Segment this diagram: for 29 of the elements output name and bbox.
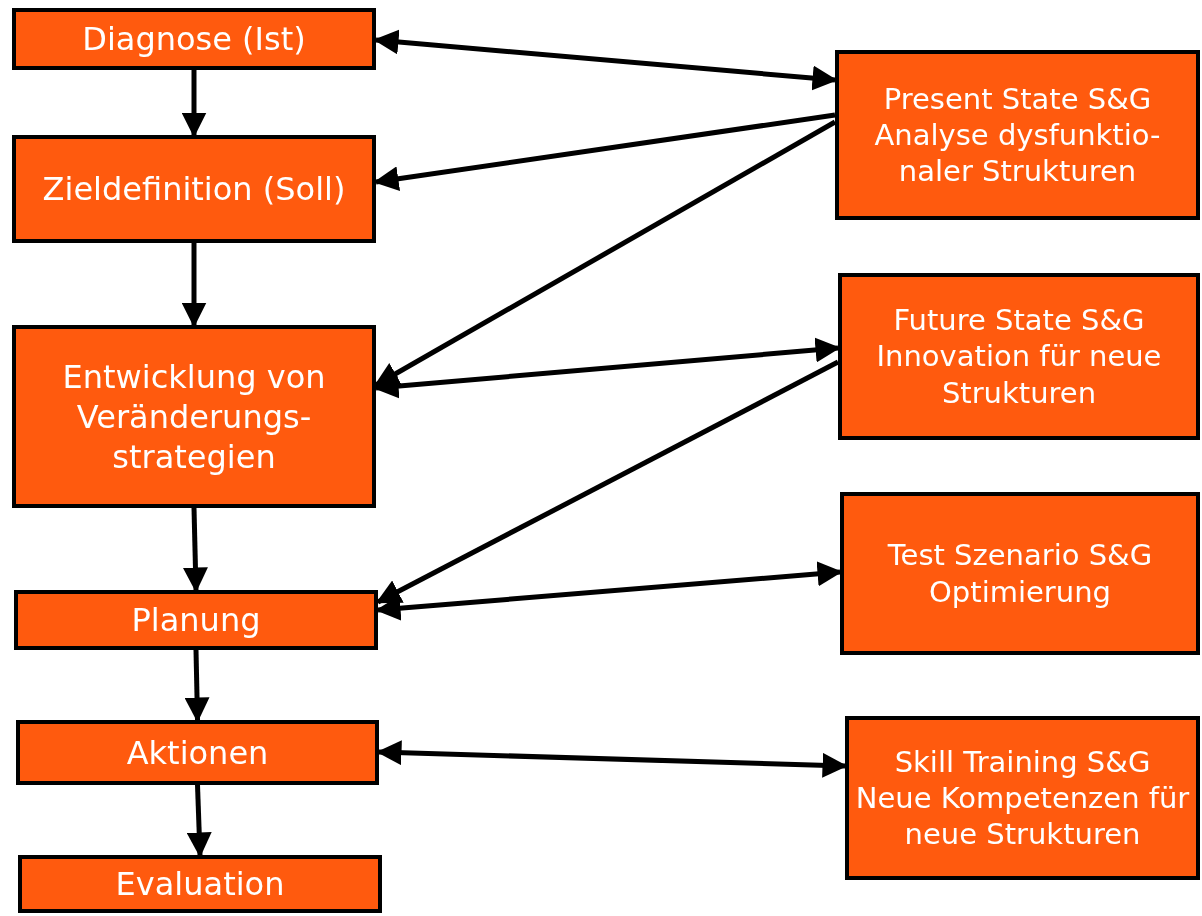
process-box bbox=[835, 50, 1200, 220]
box-text: Entwicklung von Veränderungs- strategien bbox=[61, 356, 327, 477]
process-box bbox=[12, 325, 376, 508]
process-box bbox=[14, 590, 378, 650]
process-box bbox=[838, 273, 1200, 440]
box-text: Test Szenario S&G bbox=[887, 537, 1153, 574]
arrow bbox=[181, 70, 207, 138]
box-text: Planung bbox=[131, 600, 261, 640]
box-text: Diagnose (Ist) bbox=[82, 19, 306, 59]
box-text: Zieldefinition (Soll) bbox=[42, 169, 346, 209]
process-box bbox=[840, 492, 1200, 655]
arrow bbox=[182, 507, 208, 593]
box-text: Neue Kompetenzen für neue Strukturen bbox=[854, 779, 1191, 853]
arrow bbox=[184, 649, 210, 723]
box-text: Innovation für neue Strukturen bbox=[875, 338, 1163, 411]
box-text: Present State S&G bbox=[883, 80, 1152, 117]
box-text: Aktionen bbox=[126, 732, 269, 773]
box-text: Optimierung bbox=[929, 573, 1111, 610]
box-text: Evaluation bbox=[115, 864, 285, 904]
box-text: Future State S&G bbox=[893, 302, 1145, 339]
process-box bbox=[12, 135, 376, 243]
arrow bbox=[186, 784, 212, 858]
arrow bbox=[181, 243, 207, 328]
process-box bbox=[16, 720, 379, 785]
process-box bbox=[12, 8, 376, 70]
process-box bbox=[845, 716, 1200, 880]
box-text: Skill Training S&G bbox=[894, 743, 1151, 780]
box-text: Analyse dysfunktio- naler Strukturen bbox=[873, 116, 1162, 190]
process-box bbox=[18, 855, 382, 913]
